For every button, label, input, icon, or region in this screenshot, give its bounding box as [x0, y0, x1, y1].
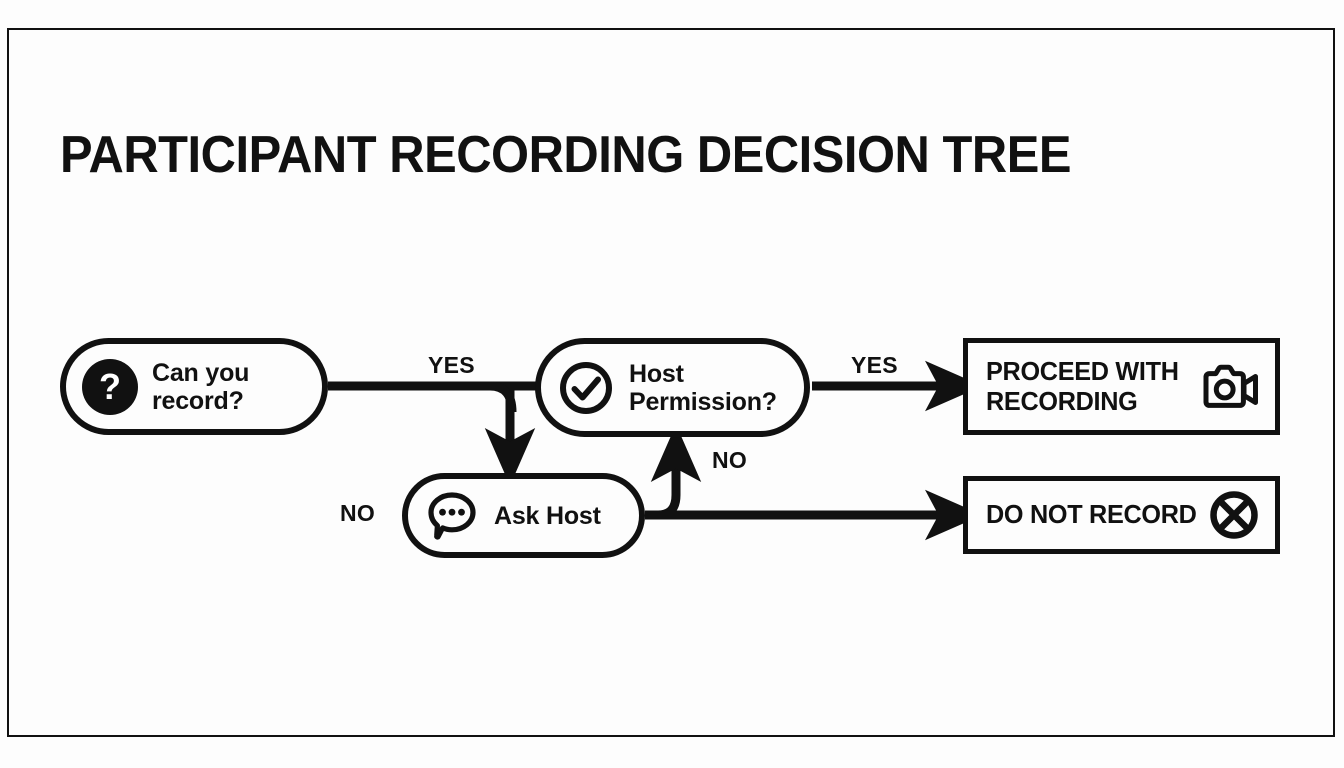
check-circle-icon	[557, 359, 615, 417]
edge-label-no-can-record: NO	[340, 500, 376, 526]
question-mark-glyph: ?	[82, 358, 138, 415]
edge-label-yes-can-record: YES	[428, 352, 475, 378]
node-label-can-you-record: Can you record?	[152, 358, 250, 415]
speech-bubble-dots-icon	[424, 488, 480, 544]
node-ask-host[interactable]: Ask Host	[402, 473, 645, 558]
node-label-do-not-record: DO NOT RECORD	[986, 499, 1197, 530]
circle-x-icon	[1209, 490, 1259, 540]
video-camera-icon	[1203, 364, 1259, 410]
node-proceed-with-recording[interactable]: PROCEED WITH RECORDING	[963, 338, 1280, 435]
node-can-you-record[interactable]: ? Can you record?	[60, 338, 328, 435]
node-label-proceed-with-recording: PROCEED WITH RECORDING	[986, 356, 1179, 416]
node-do-not-record[interactable]: DO NOT RECORD	[963, 476, 1280, 554]
page-title: PARTICIPANT RECORDING DECISION TREE	[60, 126, 1071, 184]
node-host-permission[interactable]: Host Permission?	[535, 338, 810, 437]
node-label-ask-host: Ask Host	[494, 501, 601, 530]
edge-label-no-ask-host: NO	[712, 447, 748, 473]
edge-label-yes-host-permission: YES	[851, 352, 898, 378]
node-label-host-permission: Host Permission?	[629, 359, 777, 416]
question-mark-badge-icon: ?	[82, 358, 138, 415]
